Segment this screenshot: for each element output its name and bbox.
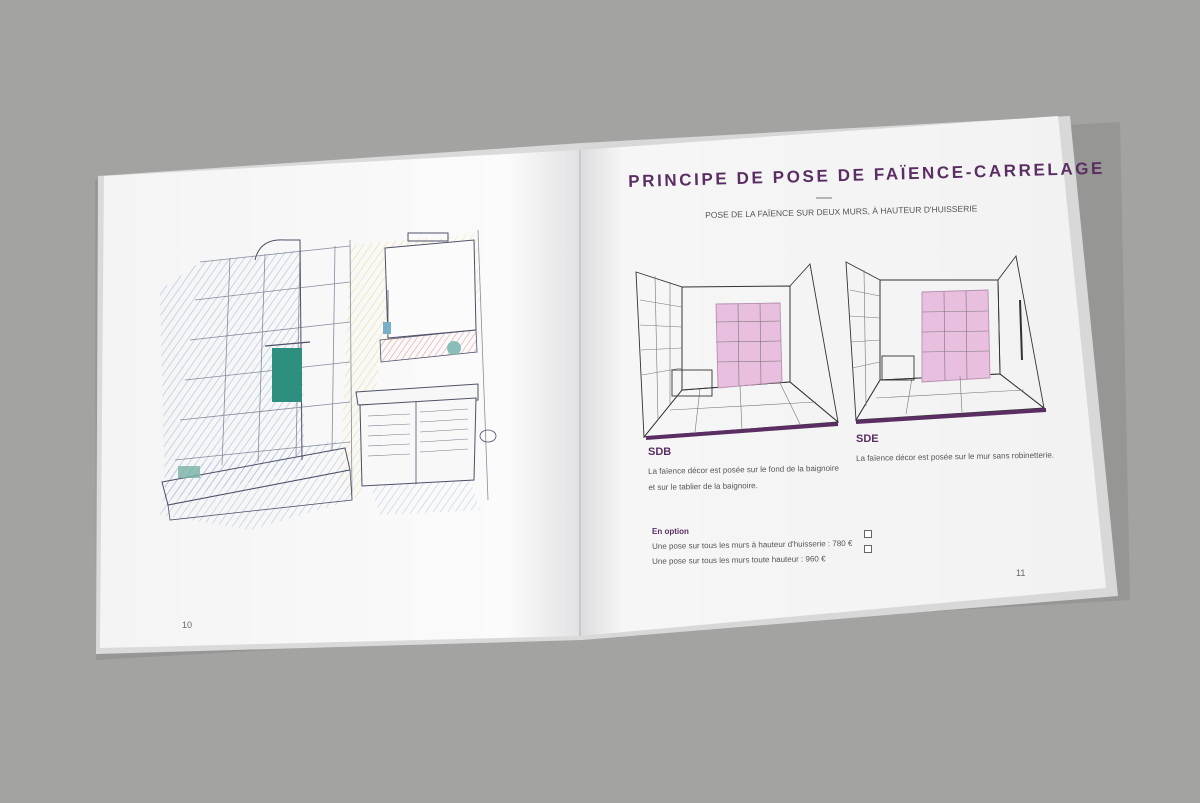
left-page-number: 10 <box>182 620 193 630</box>
options-heading: En option <box>652 527 689 536</box>
sdb-description: La faïence décor est posée sur le fond d… <box>648 461 839 496</box>
sdb-label: SDB <box>648 446 672 458</box>
sde-label: SDE <box>856 433 879 445</box>
option-item-2-checkbox[interactable] <box>864 545 872 553</box>
sde-diagram <box>845 254 1047 424</box>
sdb-description-line-2: et sur le tablier de la baignoire. <box>648 481 758 492</box>
bathroom-sketch <box>160 229 497 530</box>
sdb-diagram <box>635 263 840 440</box>
right-page <box>580 116 1106 636</box>
option-item-1-checkbox[interactable] <box>864 530 872 538</box>
right-page-number: 11 <box>1016 568 1026 578</box>
sdb-description-line-1: La faïence décor est posée sur le fond d… <box>648 463 839 476</box>
